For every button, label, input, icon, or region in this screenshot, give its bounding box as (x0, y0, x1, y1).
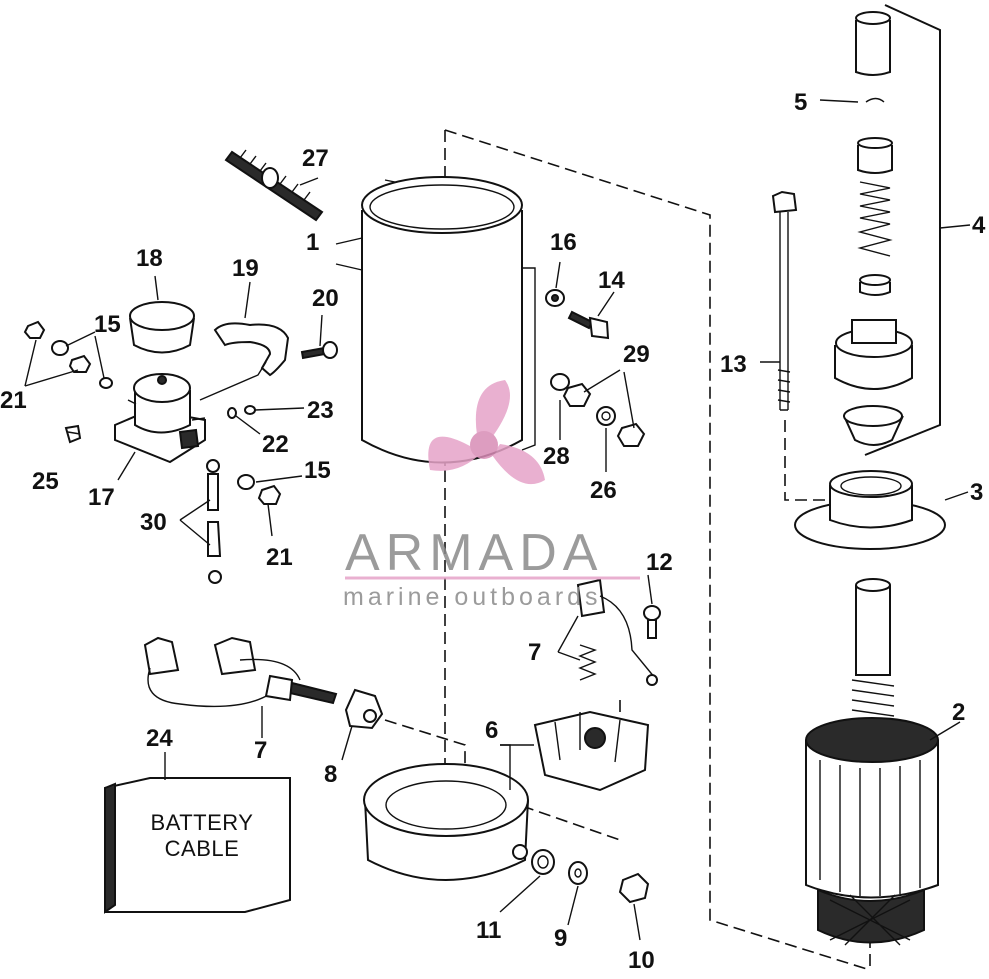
through-bolt-13 (771, 190, 798, 411)
screw-20 (300, 341, 338, 360)
boot-18 (129, 301, 195, 354)
small-hardware-right-of-frame (545, 289, 646, 447)
callout-7-brush-spring: 7 (528, 639, 541, 666)
callout-labels: 1 2 3 4 5 6 7 7 8 9 10 11 12 13 14 15 15… (0, 89, 986, 974)
callout-21-upper: 21 (0, 387, 27, 414)
callout-9: 9 (554, 925, 567, 952)
callout-2: 2 (952, 699, 965, 726)
screw-12 (643, 605, 661, 639)
callout-16: 16 (550, 229, 577, 256)
callout-3: 3 (970, 479, 983, 506)
terminals-30 (206, 459, 222, 584)
callout-5: 5 (794, 89, 807, 116)
callout-23: 23 (307, 397, 334, 424)
drive-end-cap-3 (794, 470, 946, 550)
stud-bolt-27 (224, 149, 324, 222)
callout-21-lower: 21 (266, 544, 293, 571)
drive-assembly-4 (834, 11, 913, 446)
callout-30: 30 (140, 509, 167, 536)
brush-holder-6 (533, 710, 650, 792)
callout-26: 26 (590, 477, 617, 504)
battery-cable-box-24: BATTERY CABLE (104, 777, 291, 914)
callout-1: 1 (306, 229, 319, 256)
callout-19: 19 (232, 255, 259, 282)
callout-28: 28 (543, 443, 570, 470)
callout-10: 10 (628, 947, 655, 974)
callout-4: 4 (972, 212, 986, 239)
callout-27: 27 (302, 145, 329, 172)
solenoid-17 (114, 373, 206, 464)
watermark: ARMADA marine outboards (343, 380, 640, 611)
callout-29: 29 (623, 341, 650, 368)
battery-cable-7 (143, 636, 338, 708)
callout-14: 14 (598, 267, 625, 294)
callout-13: 13 (720, 351, 747, 378)
battery-box-line1: BATTERY (151, 810, 254, 835)
strap-19 (213, 322, 290, 377)
battery-box-line2: CABLE (165, 836, 240, 861)
callout-18: 18 (136, 245, 163, 272)
callout-15-upper: 15 (94, 311, 121, 338)
callout-12: 12 (646, 549, 673, 576)
leader-lines (24, 99, 971, 941)
callout-6: 6 (485, 717, 498, 744)
callout-22: 22 (262, 431, 289, 458)
armature-2 (805, 578, 939, 946)
propeller-logo (428, 380, 545, 485)
brush-spring-7 (576, 578, 658, 686)
terminal-8 (344, 688, 384, 730)
watermark-title: ARMADA (345, 524, 603, 582)
callout-17: 17 (88, 484, 115, 511)
watermark-subtitle: marine outboards (343, 583, 602, 611)
small-hardware-left (23, 320, 282, 505)
callout-11: 11 (476, 917, 501, 944)
washers-and-nut-9-10-11 (531, 849, 650, 904)
field-frame-1 (361, 176, 536, 464)
callout-7-battery-cable: 7 (254, 737, 267, 764)
callout-20: 20 (312, 285, 339, 312)
callout-8: 8 (324, 761, 337, 788)
callout-24: 24 (146, 725, 173, 752)
callout-25: 25 (32, 468, 59, 495)
end-cap (363, 763, 529, 881)
callout-15-lower: 15 (304, 457, 331, 484)
